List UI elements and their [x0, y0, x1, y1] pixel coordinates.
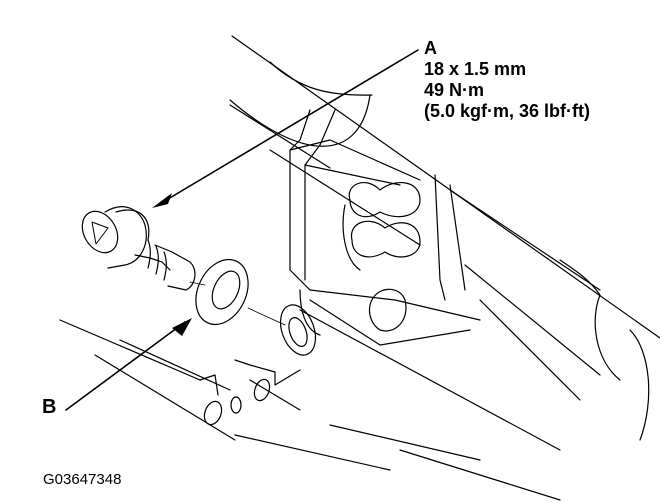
alignment-lines	[189, 281, 286, 326]
callout-a-letter: A	[424, 38, 437, 58]
callout-a-torque-alt: (5.0 kgf·m, 36 lbf·ft)	[424, 101, 591, 121]
drain-hole-seat	[279, 304, 317, 356]
sealing-washer-drawing	[195, 258, 249, 326]
drain-bolt-drawing	[81, 206, 196, 291]
case-outline	[59, 35, 660, 501]
lower-flange	[199, 359, 301, 426]
callout-a-torque-nm: 49 N·m	[424, 80, 485, 100]
leader-arrows	[65, 49, 419, 411]
boss-lobes	[342, 182, 650, 441]
figure-id: G03647348	[43, 471, 122, 488]
callout-b-letter: B	[42, 396, 57, 418]
callout-a: A 18 x 1.5 mm 49 N·m (5.0 kgf·m, 36 lbf·…	[424, 38, 590, 122]
case-ribs	[289, 109, 481, 346]
arrowheads	[152, 193, 192, 336]
callout-a-thread-size: 18 x 1.5 mm	[424, 59, 527, 79]
